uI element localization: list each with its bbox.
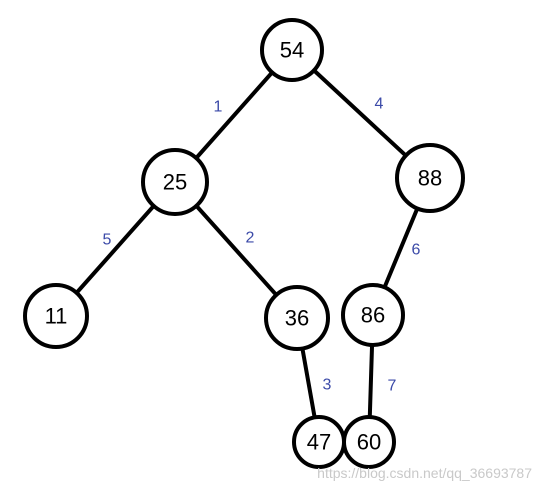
tree-node-11: 11 bbox=[23, 283, 89, 349]
edge-label-54-88: 4 bbox=[375, 96, 384, 113]
tree-node-36: 36 bbox=[264, 285, 330, 351]
tree-node-60: 60 bbox=[342, 415, 396, 469]
node-label: 36 bbox=[285, 306, 309, 331]
tree-node-88: 88 bbox=[395, 143, 465, 213]
node-label: 54 bbox=[280, 38, 304, 63]
tree-node-25: 25 bbox=[141, 148, 209, 216]
edge-label-86-60: 7 bbox=[388, 378, 397, 395]
node-label: 11 bbox=[45, 304, 68, 329]
edge-label-54-25: 1 bbox=[214, 99, 223, 116]
edge-label-36-47: 3 bbox=[323, 377, 332, 394]
node-label: 60 bbox=[357, 430, 381, 455]
tree-node-47: 47 bbox=[292, 415, 346, 469]
edge-label-25-11: 5 bbox=[103, 232, 112, 249]
node-label: 88 bbox=[418, 166, 442, 191]
watermark-text: https://blog.csdn.net/qq_36693787 bbox=[317, 465, 532, 481]
node-label: 86 bbox=[361, 303, 385, 328]
tree-node-86: 86 bbox=[341, 283, 405, 347]
tree-node-54: 54 bbox=[260, 18, 324, 82]
node-label: 47 bbox=[307, 430, 331, 455]
edge-label-88-86: 6 bbox=[412, 242, 421, 259]
edge-label-25-36: 2 bbox=[246, 230, 255, 247]
node-label: 25 bbox=[163, 170, 187, 195]
